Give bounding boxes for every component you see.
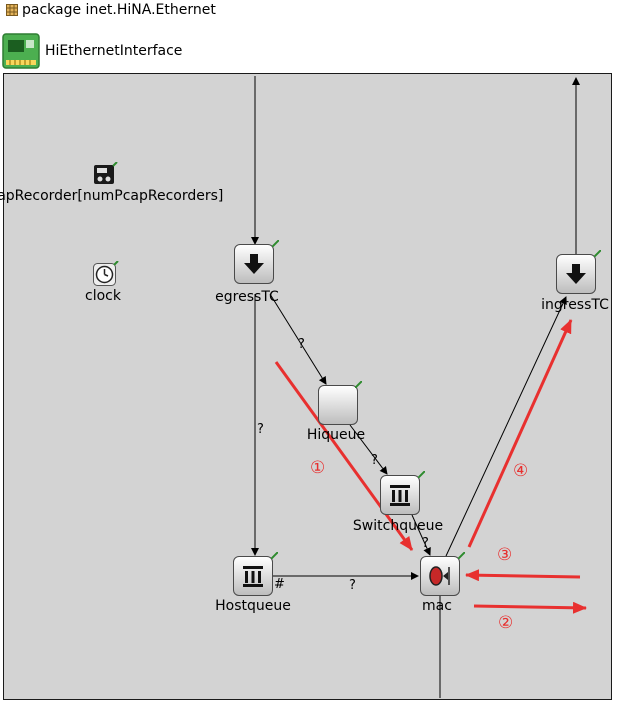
hiqueue-status-pin	[355, 381, 362, 388]
node-hiqueue[interactable]	[318, 385, 358, 425]
ingress-tc-status-pin	[594, 250, 601, 257]
queue-icon	[390, 485, 410, 506]
hostqueue-status-pin	[271, 552, 278, 559]
egress-tc-label: egressTC	[215, 289, 279, 305]
edge-label-egress-hiqueue: ?	[298, 337, 305, 352]
switchqueue-label: Switchqueue	[352, 518, 444, 534]
edge-label-hostqueue-gate: #	[274, 577, 285, 592]
marker-3: ③	[497, 545, 513, 565]
marker-2: ②	[498, 613, 514, 633]
edge-label-hostqueue-mac: ?	[349, 578, 356, 593]
hostqueue-label: Hostqueue	[215, 598, 291, 614]
node-hostqueue[interactable]	[233, 556, 273, 596]
recorder-icon	[94, 161, 118, 184]
mac-label: mac	[422, 598, 452, 614]
node-clock[interactable]	[93, 260, 119, 287]
node-switchqueue[interactable]	[380, 475, 420, 515]
package-label: package inet.HiNA.Ethernet	[22, 2, 216, 18]
node-ingress-tc[interactable]	[556, 254, 596, 294]
package-icon	[6, 4, 18, 16]
package-line: package inet.HiNA.Ethernet	[6, 1, 216, 19]
switchqueue-status-pin	[418, 471, 425, 478]
node-pcap-recorder[interactable]	[93, 161, 119, 186]
edge-label-hiqueue-switchqueue: ?	[371, 453, 378, 468]
module-header: HiEthernetInterface	[2, 33, 182, 69]
network-card-icon	[2, 33, 40, 69]
module-title: HiEthernetInterface	[45, 43, 183, 59]
mac-icon	[429, 566, 450, 586]
mac-status-pin	[458, 552, 465, 559]
clock-icon	[93, 260, 119, 286]
pcap-recorder-label: pcapRecorder[numPcapRecorders]	[0, 188, 224, 204]
node-egress-tc[interactable]	[234, 244, 274, 284]
down-arrow-icon	[566, 264, 586, 284]
marker-4: ④	[513, 461, 529, 481]
edge-label-switchqueue-mac: ?	[422, 536, 429, 551]
hiqueue-label: Hiqueue	[306, 427, 366, 443]
queue-icon	[243, 566, 263, 587]
node-mac[interactable]	[420, 556, 460, 596]
ingress-tc-label: ingressTC	[541, 297, 609, 313]
egress-tc-status-pin	[272, 240, 279, 247]
marker-1: ①	[310, 458, 326, 478]
down-arrow-icon	[244, 254, 264, 274]
edge-label-egress-hostqueue: ?	[257, 422, 264, 437]
clock-label: clock	[85, 288, 121, 304]
